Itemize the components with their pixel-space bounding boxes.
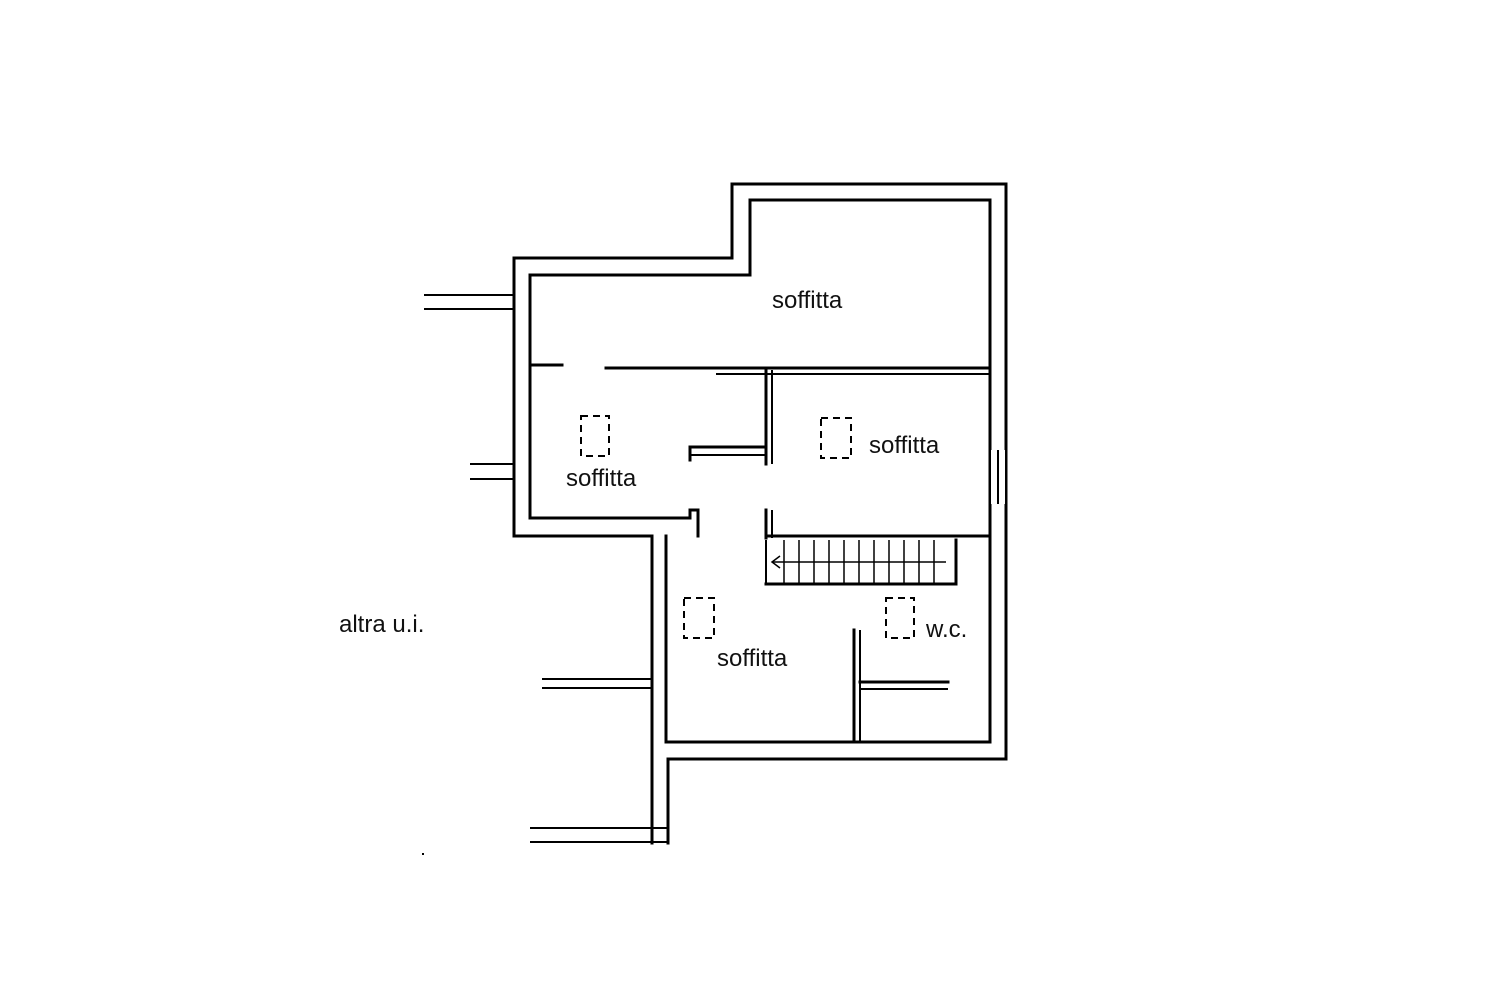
skylight-bottom: [683, 597, 715, 639]
outer-wall: [512, 182, 1008, 845]
staircase: [764, 538, 958, 586]
marker-dot: [422, 853, 424, 855]
interior-wall: [528, 363, 992, 744]
room-label-attic-top: soffitta: [772, 287, 843, 314]
room-label-attic-bottom: soffitta: [717, 645, 788, 672]
adjoining-wall: [424, 294, 668, 843]
skylight-left: [580, 415, 610, 457]
window: [989, 450, 1007, 504]
room-label-attic-left: soffitta: [566, 465, 637, 492]
room-label-attic-right: soffitta: [869, 432, 940, 459]
neighbor-unit-label: altra u.i.: [339, 611, 424, 638]
room-label-wc: w.c.: [925, 616, 967, 643]
skylight-right: [820, 417, 852, 459]
skylight-wc: [885, 597, 915, 639]
